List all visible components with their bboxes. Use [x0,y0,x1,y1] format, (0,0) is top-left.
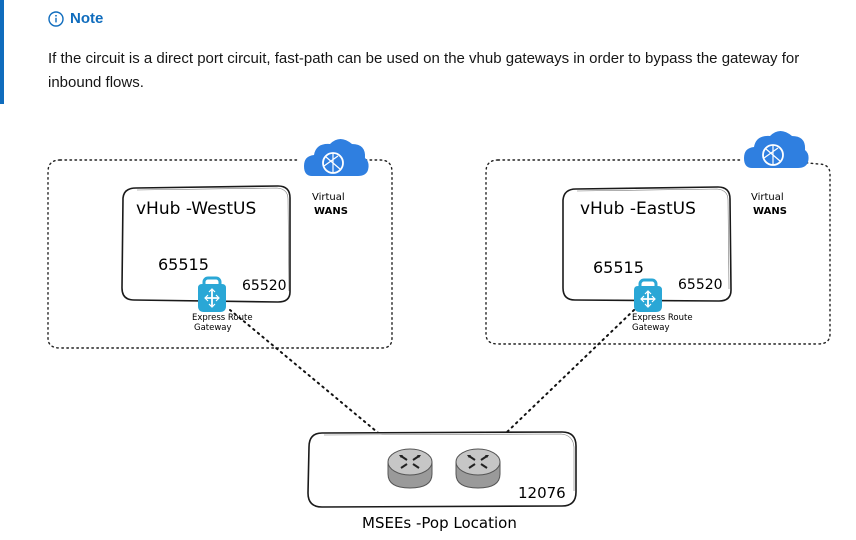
east-hub-label: vHub -EastUS [580,199,696,219]
west-wan-label-line2: WANS [314,206,348,217]
msee-asn: 12076 [518,484,566,502]
west-gateway-asn: 65520 [242,278,287,294]
west-gateway-label-line1: Express Route [192,313,253,323]
west-expressroute-gateway-icon [198,276,226,312]
east-gateway-asn: 65520 [678,277,723,293]
info-icon [48,10,64,27]
note-callout: Note If the circuit is a direct port cir… [0,0,856,104]
west-hub-box [121,185,291,303]
east-virtual-wan-cloud-icon [744,131,809,168]
note-title: Note [70,10,104,27]
west-hub-label: vHub -WestUS [136,199,256,219]
west-gateway-label-line2: Gateway [194,323,232,333]
east-hub-box [562,186,732,302]
east-wan-label-line2: WANS [753,206,787,217]
msee-router-1-icon [387,448,433,489]
east-region-boundary [485,159,831,345]
west-region-boundary [47,159,393,349]
east-wan-label-line1: Virtual [751,192,784,203]
east-gateway-label-line1: Express Route [632,313,693,323]
east-gateway-label-line2: Gateway [632,323,670,333]
note-text: If the circuit is a direct port circuit,… [48,50,800,91]
east-expressroute-gateway-icon [634,278,662,312]
west-virtual-wan-cloud-icon [304,139,369,176]
note-header: Note [48,10,103,27]
west-wan-label-line1: Virtual [312,192,345,203]
msee-box [307,431,577,508]
msee-label: MSEEs -Pop Location [362,514,517,532]
msee-router-2-icon [455,448,501,489]
west-hub-asn: 65515 [158,255,209,274]
east-hub-asn: 65515 [593,258,644,277]
